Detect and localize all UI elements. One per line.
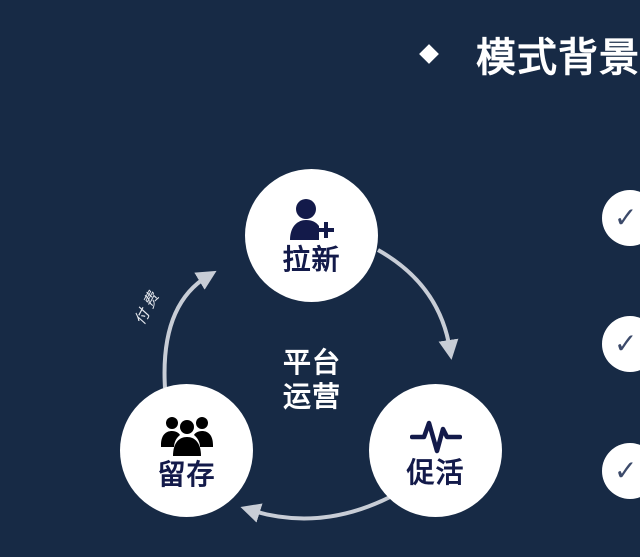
pulse-icon xyxy=(409,420,462,453)
center-label: 平台 运营 xyxy=(262,346,362,414)
group-icon xyxy=(160,416,213,456)
center-label-line1: 平台 xyxy=(282,346,341,379)
cycle-node-acquisition: 拉新 xyxy=(245,169,378,302)
title-row: 模式背景 xyxy=(418,28,640,81)
page-title: 模式背景 xyxy=(476,35,640,81)
diamond-bullet-icon xyxy=(419,44,439,64)
center-label-line2: 运营 xyxy=(282,380,341,413)
cycle-node-retention: 留存 xyxy=(120,384,253,517)
cycle-node-label: 促活 xyxy=(406,455,465,489)
add-user-icon xyxy=(289,198,334,240)
checklist: ✓ ✓ ✓ xyxy=(602,0,640,557)
check-icon: ✓ xyxy=(614,327,638,360)
check-bullet: ✓ xyxy=(602,190,640,246)
check-bullet: ✓ xyxy=(602,316,640,372)
check-bullet: ✓ xyxy=(602,443,640,499)
cycle-node-label: 留存 xyxy=(157,457,216,491)
check-icon: ✓ xyxy=(614,201,638,234)
arrow-new-to-active xyxy=(377,248,459,360)
cycle-node-activation: 促活 xyxy=(369,384,502,517)
cycle-node-label: 拉新 xyxy=(282,242,341,276)
arrow-retain-to-new xyxy=(162,270,217,389)
arrow-label-paid: 付费 xyxy=(130,285,165,328)
check-icon: ✓ xyxy=(614,454,638,487)
arrow-active-to-retain xyxy=(240,495,391,523)
